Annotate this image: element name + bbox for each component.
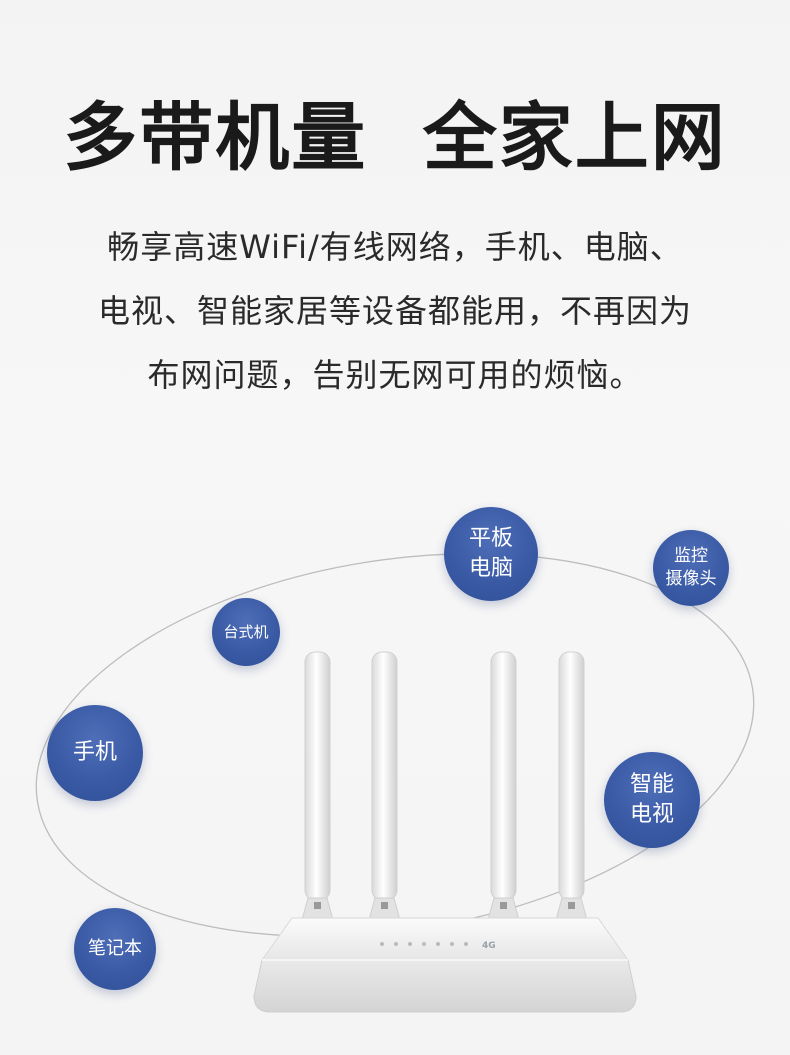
description-line-3: 布网问题，告别无网可用的烦恼。 — [147, 356, 643, 394]
router-badge: 4G — [482, 941, 496, 951]
antenna-2 — [368, 651, 401, 921]
description-line-1: 畅享高速WiFi/有线网络，手机、电脑、 — [107, 228, 683, 266]
antenna-1 — [301, 651, 334, 921]
device-tv-line1: 智能 — [629, 772, 674, 798]
device-tablet-line2: 电脑 — [468, 556, 513, 581]
antenna-3 — [487, 651, 520, 921]
device-camera-line2: 摄像头 — [665, 569, 717, 589]
device-laptop: 笔记本 — [74, 908, 156, 990]
device-tv-line2: 电视 — [629, 802, 674, 827]
device-tablet-line1: 平板 — [468, 526, 513, 552]
description-line-2: 电视、智能家居等设备都能用，不再因为 — [97, 292, 692, 330]
device-tablet: 平板 电脑 — [444, 507, 538, 601]
device-camera-line1: 监控 — [674, 546, 708, 567]
device-phone: 手机 — [47, 705, 143, 801]
device-tv: 智能 电视 — [604, 752, 700, 848]
router-body — [253, 917, 637, 1013]
device-phone-label: 手机 — [72, 740, 117, 766]
device-laptop-label: 笔记本 — [88, 937, 142, 959]
headline: 多带机量 全家上网 — [63, 95, 727, 181]
device-desktop: 台式机 — [212, 598, 280, 666]
device-camera: 监控 摄像头 — [653, 530, 729, 606]
antenna-4 — [555, 651, 588, 921]
device-desktop-label: 台式机 — [223, 622, 269, 641]
